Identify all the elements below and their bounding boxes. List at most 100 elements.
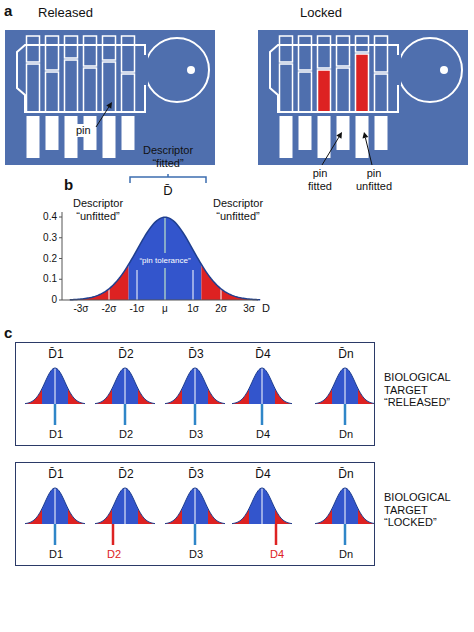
- fitted-region: [249, 368, 275, 404]
- key-pin: [299, 72, 312, 112]
- lower-pin: [103, 116, 116, 158]
- y-tick: [59, 237, 62, 238]
- fitted-value-stem: [194, 524, 197, 545]
- axis-tick-label: μ: [152, 303, 178, 315]
- mean-line: [262, 488, 263, 524]
- sigma-line: [109, 289, 110, 300]
- axis-tick-label: 0.4: [30, 211, 57, 223]
- axis-tick-label: 0.2: [30, 253, 57, 265]
- descriptor-value: D3: [178, 428, 214, 441]
- unfitted-region: [275, 509, 292, 524]
- fitted-region: [332, 488, 358, 524]
- mean-descriptor: D̄2: [108, 348, 144, 362]
- unfitted-region: [232, 509, 249, 524]
- unfitted-value-stem: [275, 524, 278, 545]
- axis-tick-label: -1σ: [124, 303, 150, 315]
- driver-pin: [46, 36, 59, 70]
- key-hole: [440, 66, 448, 74]
- driver-pin: [27, 36, 40, 62]
- curve-outline: [25, 368, 85, 404]
- lower-pin: [122, 116, 135, 150]
- y-tick: [59, 300, 62, 301]
- descriptor-row: [25, 368, 375, 425]
- panel-letter: b: [64, 176, 73, 193]
- driver-pin: [337, 36, 350, 66]
- lower-pin: [46, 116, 59, 150]
- leader-line: [365, 138, 372, 165]
- descriptor-value: D1: [38, 548, 74, 561]
- target-state-heading: BIOLOGICAL TARGET “RELEASED”: [384, 371, 468, 409]
- lower-pin: [280, 116, 293, 158]
- normal-curve: [59, 174, 260, 300]
- key-pin: [280, 64, 293, 112]
- mean-descriptor: D̄4: [245, 468, 281, 482]
- driver-pin: [65, 36, 78, 58]
- unfitted-region: [315, 509, 332, 524]
- key-bow: [145, 38, 209, 102]
- y-tick: [59, 258, 62, 259]
- target-state-heading: BIOLOGICAL TARGET “LOCKED”: [384, 491, 468, 529]
- descriptor-row: [25, 488, 375, 545]
- key-pin: [103, 62, 116, 112]
- unfitted-region: [25, 389, 42, 404]
- curve-outline: [95, 488, 155, 524]
- mean-descriptor: D̄4: [245, 348, 281, 362]
- key-pin: [84, 68, 97, 112]
- key-pin: [27, 64, 40, 112]
- key-pin: [337, 68, 350, 112]
- annotation: pin: [74, 124, 93, 137]
- leader-arrowhead: [106, 102, 112, 109]
- unfitted-region: [358, 509, 375, 524]
- key-pin: [318, 70, 331, 112]
- descriptor-value: D1: [38, 428, 74, 441]
- mean-line: [125, 488, 126, 524]
- mean-descriptor: D̄1: [38, 348, 74, 362]
- unfitted-region: [138, 509, 155, 524]
- axis-tick-label: 0.3: [30, 232, 57, 244]
- key-joint: [144, 55, 148, 85]
- annotation: pin unfitted: [348, 167, 400, 192]
- annotation: pin fitted: [300, 167, 340, 192]
- key-pin: [122, 74, 135, 112]
- mean-line: [125, 368, 126, 404]
- unfitted-region: [68, 389, 85, 404]
- descriptor-value: D3: [178, 548, 214, 561]
- key-blade: [270, 45, 398, 112]
- annotation: Descriptor “unfitted”: [206, 197, 270, 222]
- target-panel: D̄1D̄2D̄3D̄4D̄nD1D2D3D4DnBIOLOGICAL TARG…: [15, 462, 375, 566]
- lower-pin: [65, 116, 78, 158]
- y-axis: [62, 212, 63, 300]
- lower-pin: [375, 116, 388, 150]
- unfitted-region: [208, 389, 225, 404]
- descriptor-value: D2: [96, 548, 132, 561]
- fitted-value-stem: [124, 404, 127, 425]
- fitted-region: [112, 368, 138, 404]
- key-pin: [65, 60, 78, 112]
- key-blade: [17, 45, 145, 112]
- lower-pin: [337, 116, 350, 150]
- fitted-value-stem: [194, 404, 197, 425]
- driver-pin: [299, 36, 312, 70]
- annotation: Descriptor “unfitted”: [66, 197, 130, 222]
- annotation: “pin tolerance”: [134, 256, 196, 265]
- unfitted-region: [25, 509, 42, 524]
- leader-arrowhead: [336, 132, 342, 139]
- fitted-value-stem: [344, 524, 347, 545]
- descriptor-value: Dn: [328, 428, 364, 441]
- unfitted-region: [138, 389, 155, 404]
- fitted-value-stem: [344, 404, 347, 425]
- axis-tick-label: 1σ: [180, 303, 206, 315]
- driver-pin: [84, 36, 97, 66]
- curve-outline: [165, 368, 225, 404]
- axis-tick-label: 0: [30, 294, 57, 306]
- mean-line: [195, 488, 196, 524]
- fitted-region: [332, 368, 358, 404]
- curve-outline: [165, 488, 225, 524]
- curve-outline: [232, 488, 292, 524]
- descriptor-value: Dn: [328, 548, 364, 561]
- driver-pin: [318, 36, 331, 68]
- leader-line: [322, 137, 339, 165]
- mean-line: [195, 368, 196, 404]
- x-axis: [62, 300, 258, 301]
